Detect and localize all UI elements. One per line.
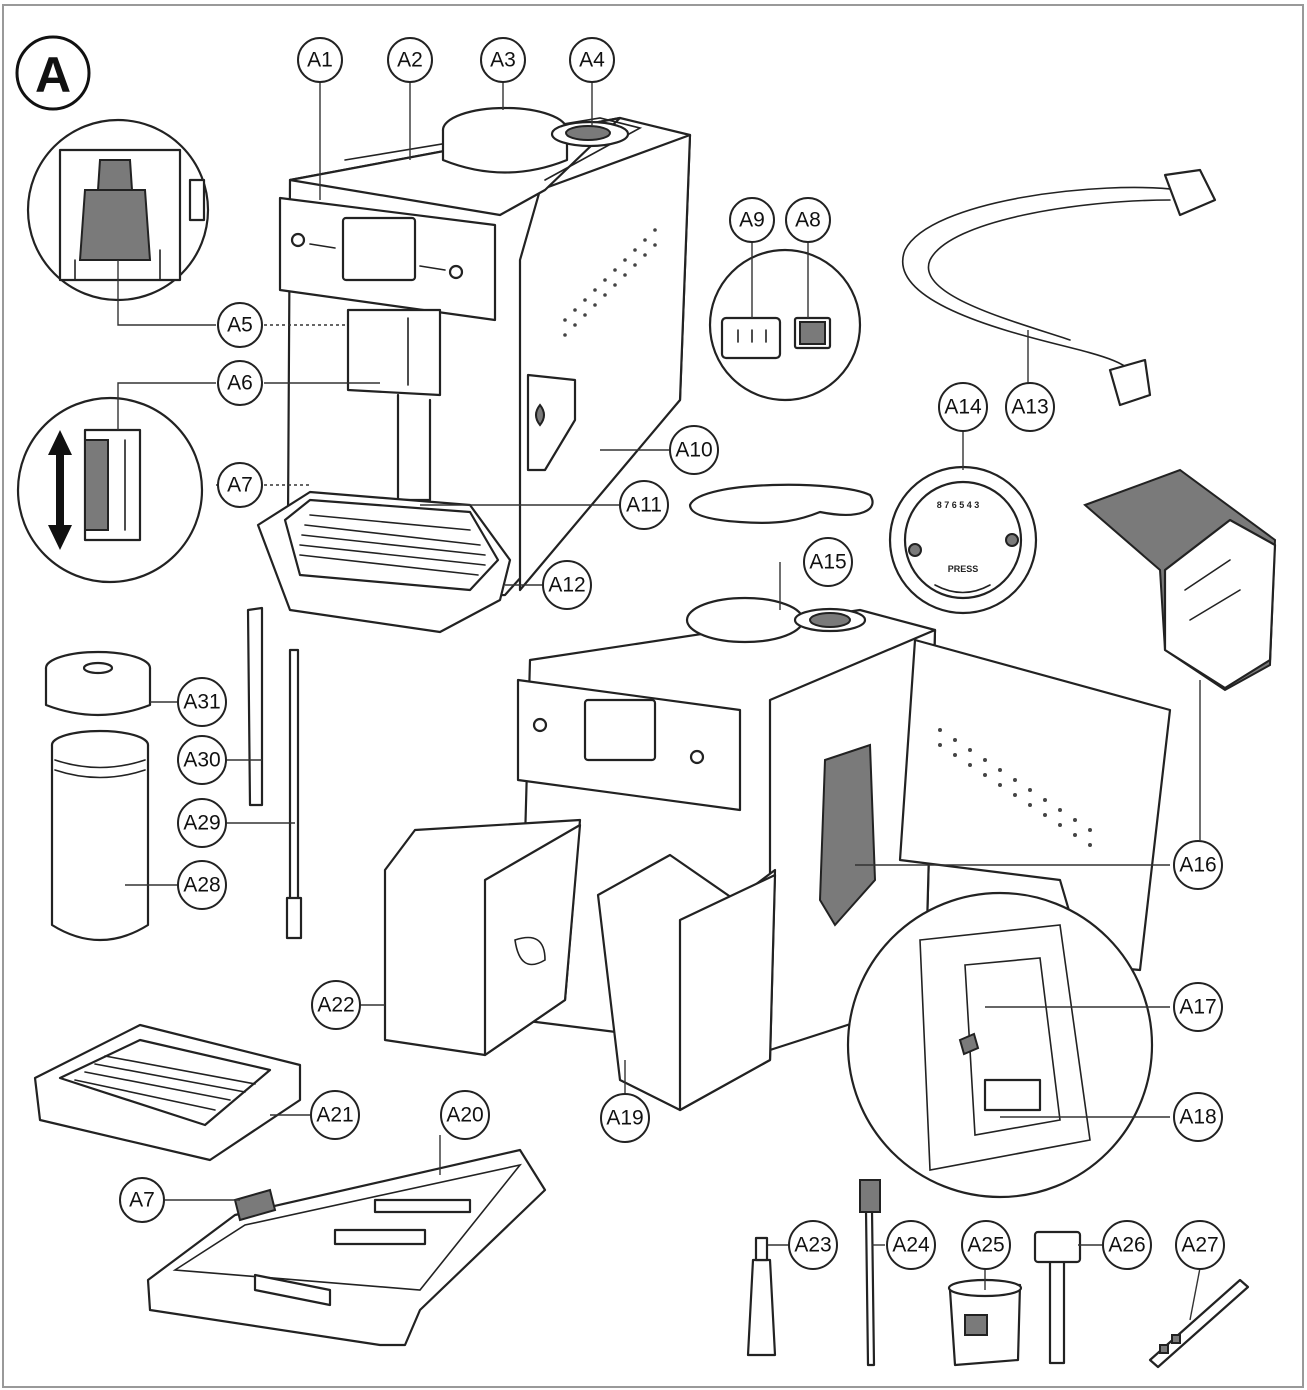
zoom-spout-detail: [26, 118, 210, 302]
svg-text:A10: A10: [675, 439, 712, 462]
callout-a11: A11: [619, 480, 669, 530]
callout-a25: A25: [961, 1220, 1011, 1270]
water-hardness-strip: [1148, 1278, 1250, 1369]
callout-a9: A9: [729, 197, 775, 243]
svg-text:A7: A7: [227, 474, 253, 497]
drip-tray: [146, 1148, 547, 1347]
callout-a26: A26: [1102, 1220, 1152, 1270]
callout-a7-top: A7: [217, 462, 263, 508]
figure-badge: A: [15, 35, 91, 111]
callout-a28: A28: [177, 860, 227, 910]
coffee-grounds-container: [596, 853, 777, 1112]
svg-text:A7: A7: [129, 1189, 155, 1212]
svg-text:A18: A18: [1179, 1106, 1216, 1129]
callout-a27: A27: [1175, 1220, 1225, 1270]
figure-badge-label: A: [35, 47, 71, 103]
svg-text:A6: A6: [227, 372, 253, 395]
figure-frame: [2, 4, 1304, 1388]
zoom-height-adjust-detail: [16, 396, 204, 584]
svg-text:A26: A26: [1108, 1234, 1145, 1257]
callout-a30: A30: [177, 735, 227, 785]
callout-a31: A31: [177, 677, 227, 727]
svg-text:A20: A20: [446, 1104, 483, 1127]
callout-a8: A8: [785, 197, 831, 243]
callout-a22: A22: [311, 980, 361, 1030]
svg-text:A16: A16: [1179, 854, 1216, 877]
svg-text:A24: A24: [892, 1234, 930, 1257]
callout-a2: A2: [387, 37, 433, 83]
callout-a20: A20: [440, 1090, 490, 1140]
callout-a16: A16: [1173, 840, 1223, 890]
callout-a7-bottom: A7: [119, 1177, 165, 1223]
svg-text:A29: A29: [183, 812, 220, 835]
callout-a19: A19: [600, 1093, 650, 1143]
svg-text:A4: A4: [579, 49, 605, 72]
svg-text:A14: A14: [944, 396, 982, 419]
svg-text:A3: A3: [490, 49, 516, 72]
svg-text:A31: A31: [183, 691, 220, 714]
svg-text:A12: A12: [548, 574, 585, 597]
power-socket-detail: [708, 248, 862, 402]
callout-a18: A18: [1173, 1092, 1223, 1142]
bean-lid: [688, 483, 874, 524]
callout-a4: A4: [569, 37, 615, 83]
callout-a17: A17: [1173, 982, 1223, 1032]
callout-a5: A5: [217, 302, 263, 348]
callout-a15: A15: [803, 537, 853, 587]
svg-text:A11: A11: [626, 494, 662, 517]
drip-tray-cover: [33, 1023, 302, 1162]
callout-a12: A12: [542, 560, 592, 610]
callout-a21: A21: [310, 1090, 360, 1140]
callout-a10: A10: [669, 425, 719, 475]
svg-text:A22: A22: [317, 994, 354, 1017]
svg-text:A17: A17: [1179, 996, 1216, 1019]
svg-text:A1: A1: [307, 49, 333, 72]
svg-text:A30: A30: [183, 749, 220, 772]
svg-text:A5: A5: [227, 314, 253, 337]
callout-a23: A23: [788, 1220, 838, 1270]
svg-text:8 7 6 5 4 3: 8 7 6 5 4 3: [937, 500, 980, 510]
zoom-brew-chamber-detail: [846, 891, 1154, 1199]
callout-a1: A1: [297, 37, 343, 83]
svg-text:A2: A2: [397, 49, 423, 72]
cleaning-brush: [859, 1179, 881, 1367]
svg-text:A27: A27: [1181, 1234, 1218, 1257]
svg-text:A15: A15: [809, 551, 846, 574]
callout-a29: A29: [177, 798, 227, 848]
svg-text:A21: A21: [316, 1104, 353, 1127]
milk-jug: [44, 650, 152, 941]
door-vents: [938, 728, 1092, 847]
power-cord: [901, 168, 1217, 407]
lubricant-tube: [746, 1236, 777, 1357]
callout-a3: A3: [480, 37, 526, 83]
svg-text:A19: A19: [606, 1107, 643, 1130]
leader-lines: [117, 82, 1201, 1321]
svg-text:A13: A13: [1011, 396, 1048, 419]
dial-press-label: PRESS: [948, 564, 979, 574]
water-filter: [947, 1278, 1023, 1367]
grind-adjust-key: [1033, 1230, 1082, 1365]
svg-text:A8: A8: [795, 209, 821, 232]
coffee-machine-front: [256, 106, 692, 634]
side-vents: [563, 228, 657, 337]
svg-text:A28: A28: [183, 874, 220, 897]
svg-text:A25: A25: [967, 1234, 1004, 1257]
grind-dial-detail: 8 7 6 5 4 3 PRESS: [888, 465, 1038, 615]
svg-text:A23: A23: [794, 1234, 831, 1257]
callout-a14: A14: [938, 382, 988, 432]
coffee-machine-open: [516, 596, 1172, 1052]
milk-tubes: [246, 606, 303, 940]
callout-a6: A6: [217, 360, 263, 406]
water-tank: [383, 818, 582, 1057]
callout-a24: A24: [886, 1220, 936, 1270]
callout-a13: A13: [1005, 382, 1055, 432]
brew-group: [1083, 468, 1277, 692]
svg-text:A9: A9: [739, 209, 765, 232]
